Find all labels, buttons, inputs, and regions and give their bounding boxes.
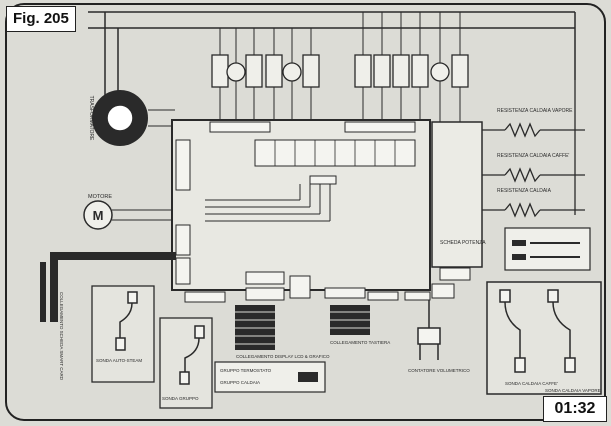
label-group-thermostat: GRUPPO TERMOSTATO bbox=[220, 368, 272, 373]
label-power-board: SCHEDA POTENZA bbox=[440, 240, 486, 246]
top-bus bbox=[88, 11, 576, 130]
label-keyboard: COLLEGAMENTO TASTIERA bbox=[330, 340, 390, 345]
legend-box bbox=[504, 227, 591, 271]
timestamp-badge: 01:32 bbox=[543, 396, 607, 422]
relay-row-right-wires bbox=[362, 12, 461, 125]
label-display-lcd: COLLEGAMENTO DISPLAY LCD & GRAFICO bbox=[236, 354, 330, 359]
probe-steam-boiler bbox=[547, 289, 576, 373]
label-probe-steam: SONDA CALDAIA VAPORE bbox=[545, 388, 601, 393]
relay-row-left bbox=[211, 54, 320, 88]
probe-coffee-boiler bbox=[499, 289, 526, 373]
label-probe-group: SONDA GRUPPO bbox=[162, 396, 199, 401]
label-auto-steam: SONDA AUTO-STEAM bbox=[96, 358, 142, 363]
smart-card-cable bbox=[40, 252, 176, 322]
label-motor: MOTORE bbox=[88, 194, 112, 200]
heater-resistors bbox=[482, 80, 585, 218]
label-probe-coffee: SONDA CALDAIA CAFFE' bbox=[505, 381, 558, 386]
label-heater-coffee: RESISTENZA CALDAIA CAFFE' bbox=[497, 153, 569, 159]
label-heater-steam: RESISTENZA CALDAIA VAPORE bbox=[497, 108, 573, 114]
label-smart-card: COLLEGAMENTO SCHEDA SMART CARD bbox=[59, 292, 64, 381]
motor-symbol bbox=[83, 200, 113, 230]
label-transformer: TRASFORMATORE bbox=[88, 96, 94, 141]
power-board bbox=[431, 121, 483, 268]
transformer-symbol bbox=[92, 90, 148, 146]
power-board-connectors bbox=[431, 267, 471, 299]
figure-label: Fig. 205 bbox=[6, 6, 76, 32]
label-volumetric-counter: CONTATORE VOLUMETRICO bbox=[408, 368, 470, 373]
relay-row-left-wires bbox=[219, 28, 312, 125]
label-boiler-group: GRUPPO CALDAIA bbox=[220, 380, 260, 385]
svg-text:M: M bbox=[93, 208, 104, 223]
diagram-frame bbox=[5, 3, 606, 421]
bottom-connectors bbox=[184, 271, 431, 303]
probe-panel-auto-steam bbox=[91, 285, 155, 383]
label-heater-boiler: RESISTENZA CALDAIA bbox=[497, 188, 552, 194]
volumetric-counter-symbol bbox=[417, 300, 441, 360]
